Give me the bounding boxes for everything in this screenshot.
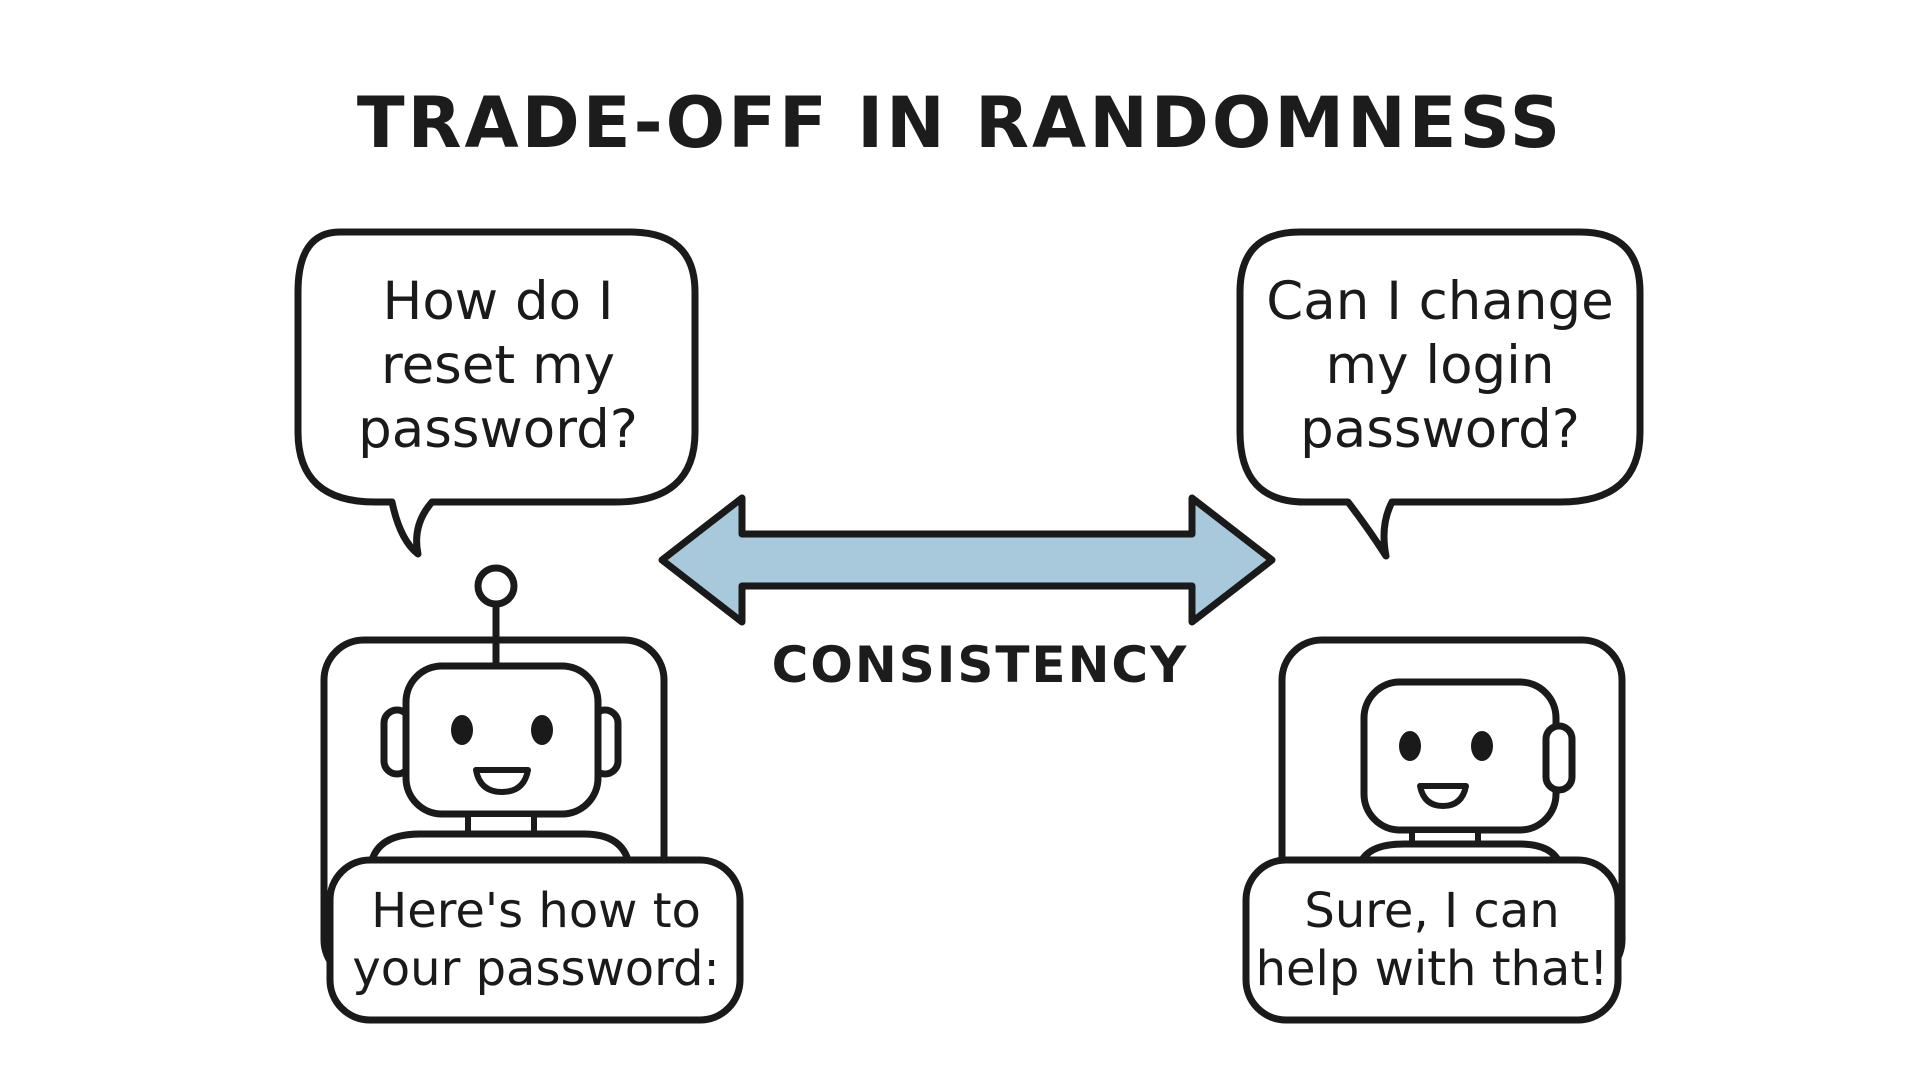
right-reply-text: Sure, I can help with that! xyxy=(1255,883,1609,997)
right-reply-box xyxy=(1242,856,1622,1024)
left-question-text: How do I reset my password? xyxy=(358,271,638,460)
left-robot-antenna-ball xyxy=(474,564,518,608)
diagram-title: TRADE-OFF IN RANDOMNESS xyxy=(356,82,1564,164)
right-robot-smile xyxy=(1417,783,1469,809)
left-reply-text: Here's how to your password: xyxy=(352,883,720,997)
right-robot-head xyxy=(1360,678,1560,834)
arrow-label: CONSISTENCY xyxy=(771,636,1189,694)
right-robot-ear-right xyxy=(1542,722,1576,794)
left-robot-eye-left xyxy=(451,715,473,745)
double-arrow xyxy=(658,494,1276,626)
right-robot-eye-right xyxy=(1471,731,1493,761)
left-robot-eye-right xyxy=(531,715,553,745)
right-question-text: Can I change my login password? xyxy=(1266,271,1614,460)
left-question-bubble xyxy=(294,228,699,558)
right-question-bubble xyxy=(1236,228,1644,560)
right-robot xyxy=(1242,636,1626,1024)
right-robot-eye-left xyxy=(1399,731,1421,761)
left-robot-shoulders xyxy=(368,830,632,862)
left-robot-smile xyxy=(473,767,531,795)
left-robot xyxy=(320,564,744,1024)
left-reply-box xyxy=(326,856,744,1024)
